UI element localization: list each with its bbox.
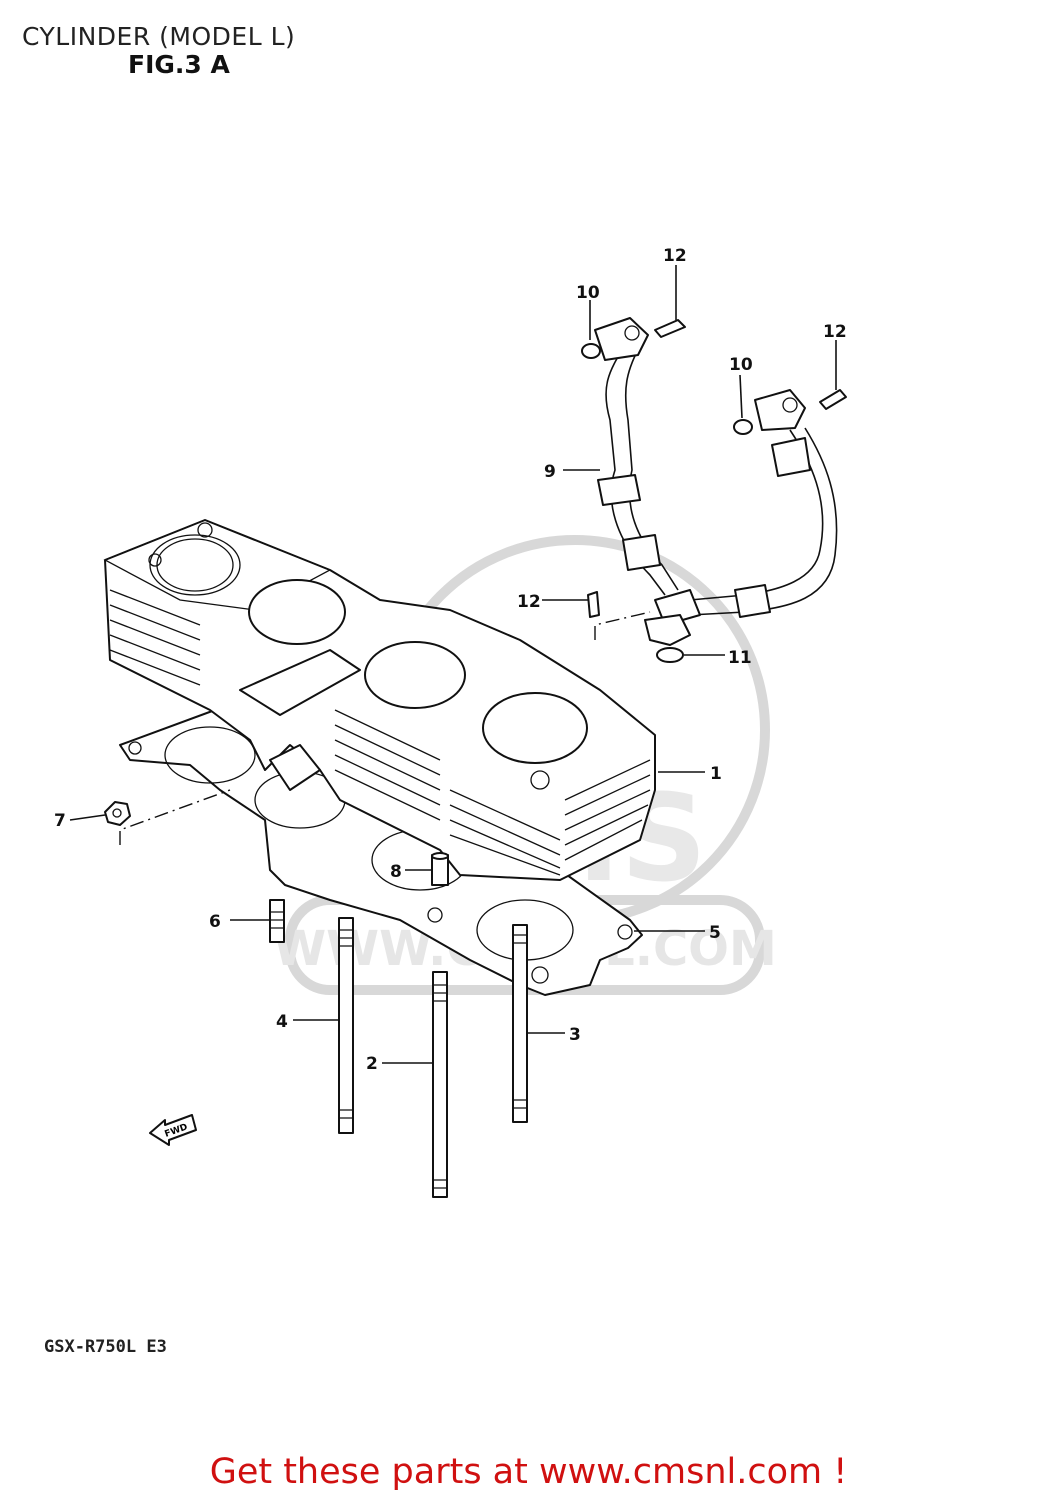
callout-11: 11 [728, 648, 752, 668]
fwd-arrow: FWD [149, 1114, 197, 1146]
studs [269, 899, 528, 1198]
model-code: GSX-R750L E3 [44, 1337, 167, 1357]
stud-2 [432, 971, 448, 1198]
callout-12c: 12 [517, 592, 541, 612]
callout-7: 7 [54, 811, 66, 831]
dowel-pin [431, 852, 449, 886]
callout-4: 4 [276, 1012, 288, 1032]
stud-3 [512, 924, 528, 1123]
oil-pipe [594, 317, 838, 646]
o-rings [581, 343, 753, 663]
callout-2: 2 [366, 1054, 378, 1074]
callout-5: 5 [709, 923, 721, 943]
cylinder-block [103, 519, 656, 881]
callout-numbers: 1 2 3 4 5 6 7 8 9 10 10 11 12 12 12 [54, 246, 847, 1074]
parts-diagram: WWW.CMSNL.COM CMS [54, 246, 847, 1198]
cta-link[interactable]: Get these parts at www.cmsnl.com ! [209, 1452, 848, 1492]
callout-10a: 10 [576, 283, 600, 303]
stud-4 [338, 917, 354, 1134]
figure-number: FIG.3 A [128, 50, 230, 79]
callout-6: 6 [209, 912, 221, 932]
callout-9: 9 [544, 462, 556, 482]
callout-12a: 12 [663, 246, 687, 266]
callout-10b: 10 [729, 355, 753, 375]
leader-lines [69, 265, 837, 1064]
callout-8: 8 [390, 862, 402, 882]
stud-6 [269, 899, 285, 943]
callout-1: 1 [710, 764, 722, 784]
union-bolts [587, 319, 847, 618]
nut [104, 801, 131, 826]
callout-3: 3 [569, 1025, 581, 1045]
diagram-title: CYLINDER (MODEL L) [22, 22, 296, 51]
callout-12b: 12 [823, 322, 847, 342]
